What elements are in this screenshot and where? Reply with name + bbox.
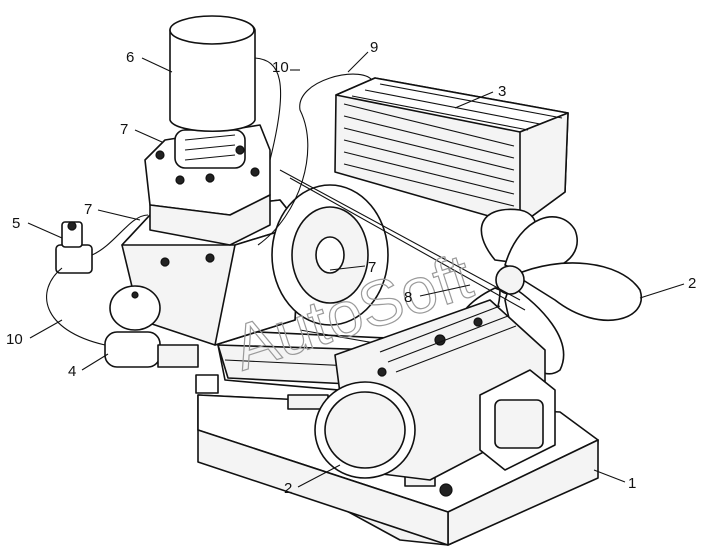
air-cooler [334,77,569,226]
callout-unloader: 5 [12,215,20,232]
crankcase-cover [109,285,161,331]
cylinder-head [144,124,271,246]
electric-motor [314,299,556,481]
unloader-valve [55,221,93,274]
callout-pipe-lower: 10 [6,331,23,348]
callout-head-lower: 7 [84,201,92,218]
inline-filter [104,331,219,394]
air-filter [169,15,256,132]
callout-leaders [27,51,685,488]
flywheel [271,184,389,326]
callout-pulley: 7 [368,259,376,276]
callout-fan: 2 [688,275,696,292]
control-pipes [46,57,373,346]
callout-pipe-upper: 10 [272,59,289,76]
callout-pipe-cooler: 9 [370,39,378,56]
callout-filter-valve: 4 [68,363,76,380]
callout-base-frame: 1 [628,475,636,492]
callout-air-filter: 6 [126,49,134,66]
callout-motor: 2 [284,480,292,497]
callout-cooler: 3 [498,83,506,100]
callout-head-upper: 7 [120,121,128,138]
callout-labels: 1 2 2 3 4 5 6 7 7 7 8 9 10 10 [6,39,696,497]
callout-belt: 8 [404,289,412,306]
